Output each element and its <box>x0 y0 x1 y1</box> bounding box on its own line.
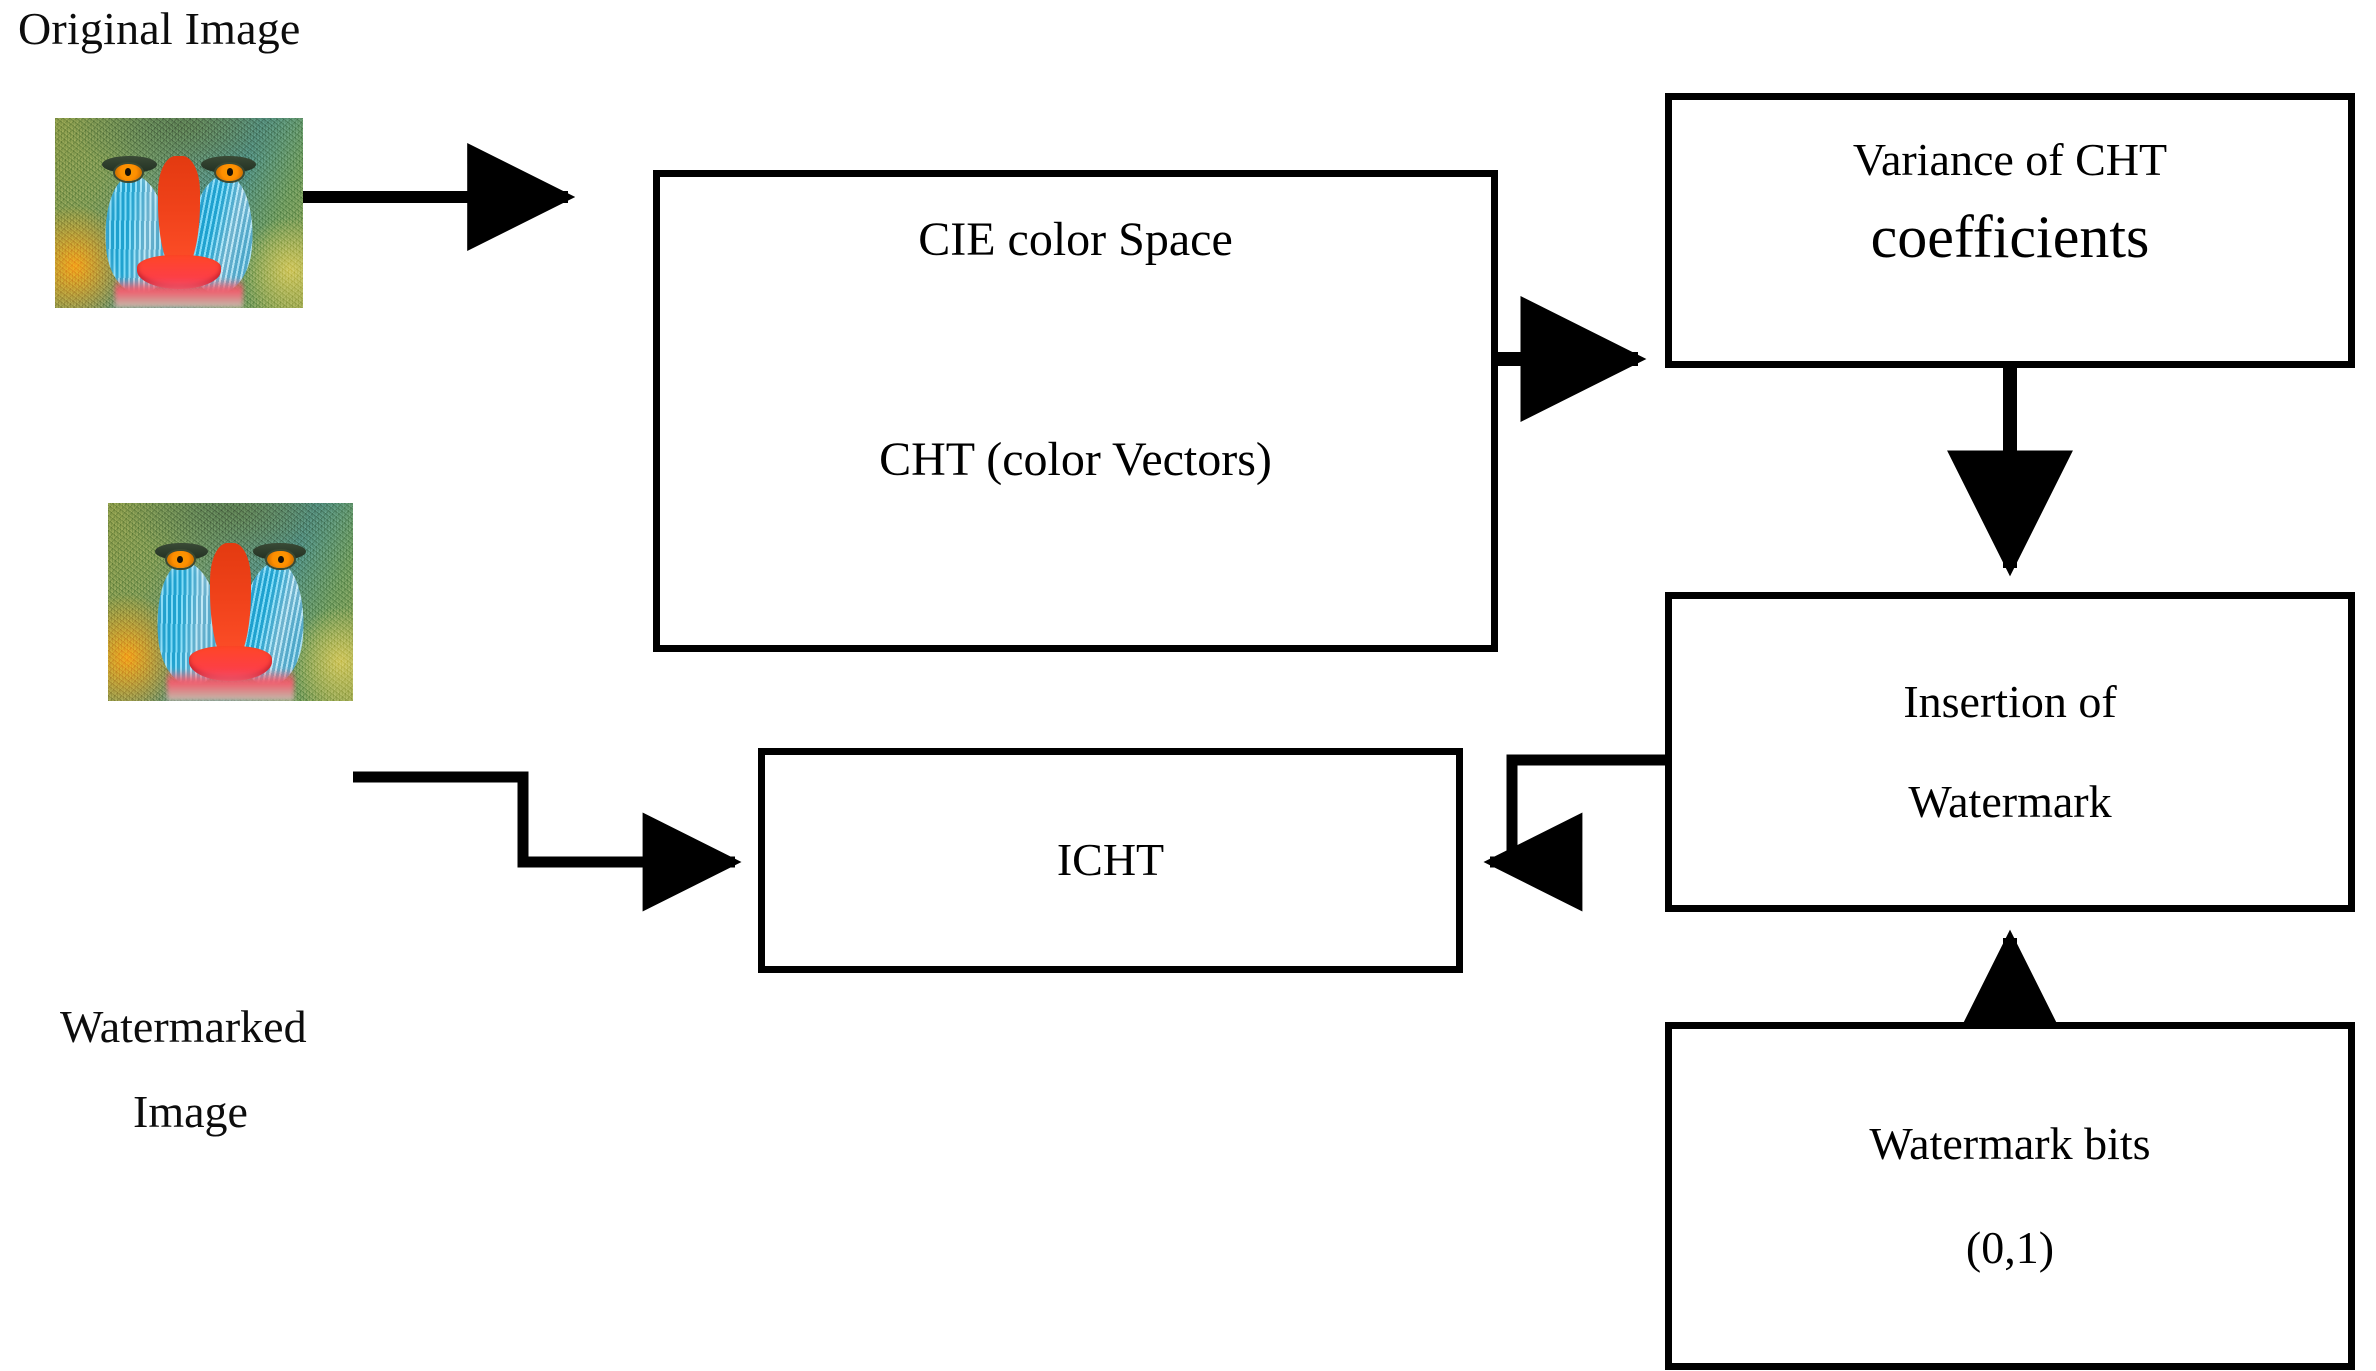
baboon-left-pupil <box>124 168 132 176</box>
box-variance-line2: coefficients <box>1870 204 2150 271</box>
box-watermark-bits-line1: Watermark bits <box>1869 1117 2151 1169</box>
baboon-right-pupil <box>277 555 284 564</box>
baboon-muzzle <box>209 542 252 666</box>
connector-insertion-to-icht <box>1483 754 1665 912</box>
box-insertion-of-watermark[interactable]: Insertion of Watermark <box>1665 592 2355 912</box>
baboon-right-eye <box>216 163 244 181</box>
box-insertion-line1: Insertion of <box>1903 675 2117 727</box>
original-image-caption: Original Image <box>18 3 301 54</box>
box-insertion-line2: Watermark <box>1908 776 2112 827</box>
watermarked-image-caption-line2: Image <box>133 1086 248 1137</box>
baboon-chin <box>166 669 295 701</box>
baboon-left-pupil <box>177 555 184 564</box>
original-image-thumbnail <box>55 118 303 308</box>
box-watermark-bits-line2: (0,1) <box>1965 1222 2055 1273</box>
watermarked-image-thumbnail <box>108 503 353 701</box>
box-cie-color-space[interactable]: CIE color Space CHT (color Vectors) <box>653 170 1498 652</box>
connector-watermarked-to-icht <box>353 771 742 912</box>
box-variance-of-cht-coefficients[interactable]: Variance of CHT coefficients <box>1665 93 2355 368</box>
baboon-chin <box>114 277 244 308</box>
box-icht[interactable]: ICHT <box>758 748 1463 973</box>
box-watermark-bits[interactable]: Watermark bits (0,1) <box>1665 1022 2355 1370</box>
baboon-right-eye <box>267 550 295 569</box>
watermarked-image-caption-line1: Watermarked <box>60 1001 307 1052</box>
baboon-muzzle <box>157 156 201 274</box>
baboon-left-eye <box>114 163 142 181</box>
box-cie-line1: CIE color Space <box>918 213 1233 266</box>
box-cie-line2: CHT (color Vectors) <box>879 433 1272 487</box>
box-icht-label: ICHT <box>1056 834 1165 886</box>
box-variance-line1: Variance of CHT <box>1852 134 2168 185</box>
baboon-left-eye <box>166 550 194 569</box>
baboon-right-pupil <box>226 168 234 176</box>
